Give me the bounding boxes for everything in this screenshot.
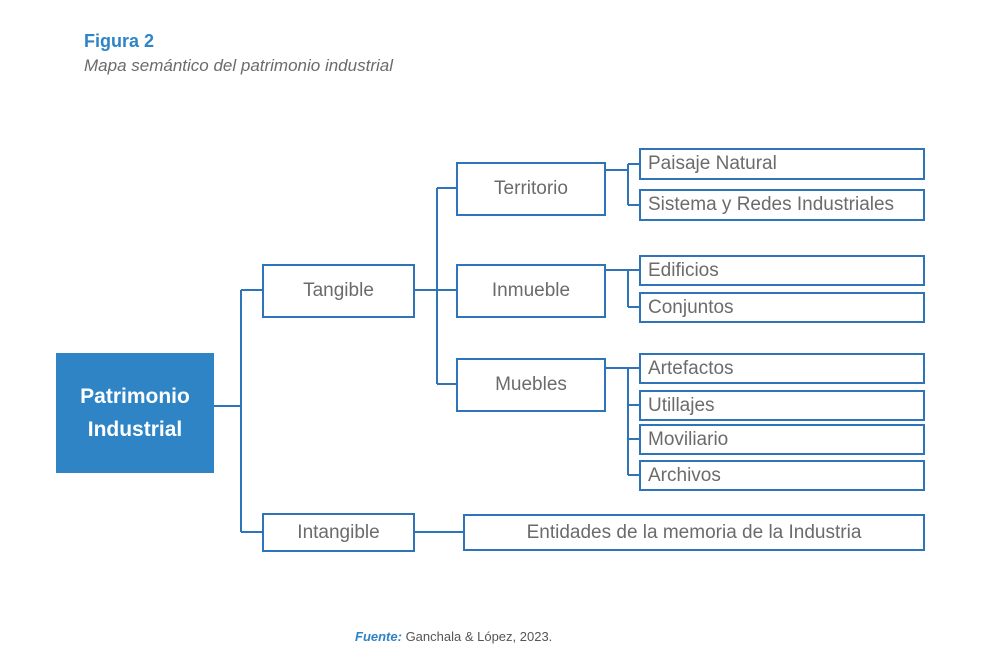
node-artefactos: Artefactos [639,353,925,384]
node-territorio: Territorio [456,162,606,216]
node-paisaje-natural: Paisaje Natural [639,148,925,180]
node-moviliario: Moviliario [639,424,925,455]
root-line-2: Industrial [87,418,183,441]
root-node: Patrimonio Industrial [56,353,214,473]
node-muebles: Muebles [456,358,606,412]
node-sistema-redes: Sistema y Redes Industriales [639,189,925,221]
node-entidades: Entidades de la memoria de la Industria [463,514,925,551]
node-utillajes: Utillajes [639,390,925,421]
source-label: Fuente: [355,629,402,644]
node-inmueble: Inmueble [456,264,606,318]
figure-title: Mapa semántico del patrimonio industrial [84,56,393,75]
source-text: Ganchala & López, 2023. [401,629,553,644]
node-edificios: Edificios [639,255,925,286]
node-conjuntos: Conjuntos [639,292,925,323]
figure-label: Figura 2 [84,31,155,51]
root-line-1: Patrimonio [80,385,190,408]
node-intangible: Intangible [262,513,415,552]
node-tangible: Tangible [262,264,415,318]
node-archivos: Archivos [639,460,925,491]
source-note: Fuente: Ganchala & López, 2023. [355,629,552,644]
